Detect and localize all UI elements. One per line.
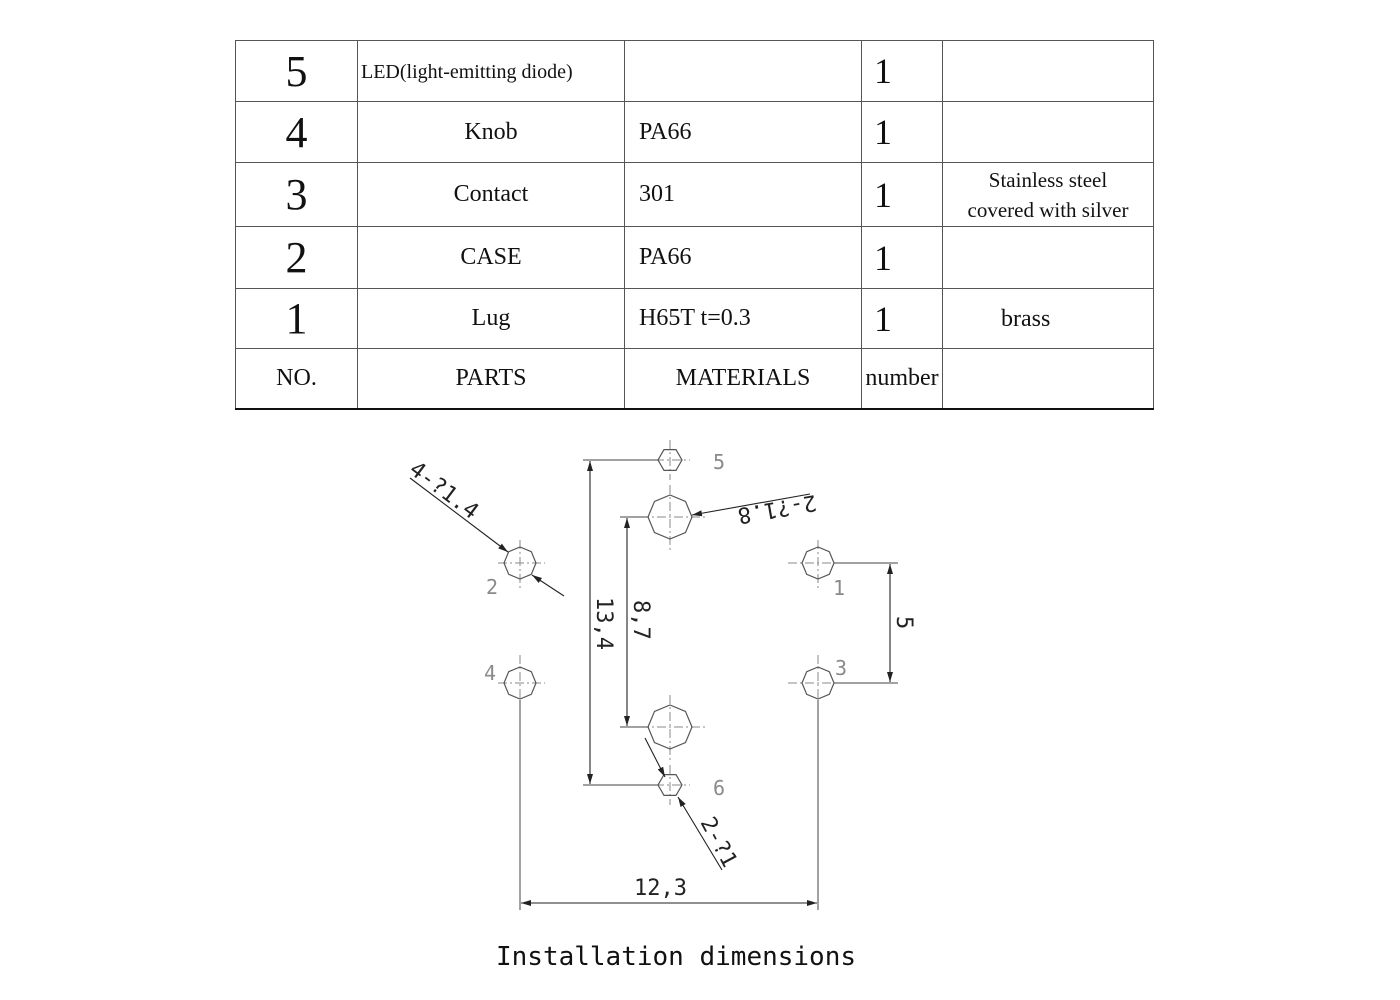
row-note: Stainless steel covered with silver bbox=[942, 162, 1154, 227]
hole-4-outline bbox=[503, 666, 537, 700]
row-number: 1 bbox=[861, 226, 943, 289]
row-note bbox=[942, 226, 1154, 289]
row-note bbox=[942, 101, 1154, 163]
hole-2-outline bbox=[503, 546, 537, 580]
dimension-lines bbox=[409, 461, 893, 906]
hole-label-6: 6 bbox=[713, 776, 725, 800]
leader-line-2x1 bbox=[644, 737, 666, 778]
dimension-label-8-7: 8,7 bbox=[628, 600, 653, 640]
table-row: 3 Contact 301 1 Stainless steel covered … bbox=[235, 162, 1154, 227]
header-note bbox=[942, 348, 1154, 410]
row-number: 1 bbox=[861, 40, 943, 102]
leader-line-2x1-8 bbox=[691, 493, 811, 517]
row-number: 1 bbox=[861, 101, 943, 163]
dimension-label-4x1-4: 4-?1.4 bbox=[404, 457, 483, 525]
hole-label-1: 1 bbox=[833, 576, 845, 600]
row-part: CASE bbox=[357, 226, 625, 289]
leader-line-2x1-tail bbox=[677, 796, 723, 871]
hole-labels: 5 1 2 4 3 6 bbox=[484, 450, 847, 800]
row-no: 4 bbox=[235, 101, 358, 163]
row-material: H65T t=0.3 bbox=[624, 288, 862, 349]
dimension-label-13-4: 13,4 bbox=[591, 597, 616, 650]
row-part: Contact bbox=[357, 162, 625, 227]
hole-label-2: 2 bbox=[486, 575, 498, 599]
extension-lines bbox=[519, 459, 898, 910]
table-row: 5 LED(light-emitting diode) 1 bbox=[235, 40, 1154, 102]
row-no: 3 bbox=[235, 162, 358, 227]
hole-label-4: 4 bbox=[484, 661, 496, 685]
dimension-label-5: 5 bbox=[891, 616, 916, 629]
table-row: 1 Lug H65T t=0.3 1 brass bbox=[235, 288, 1154, 349]
row-note bbox=[942, 40, 1154, 102]
row-number: 1 bbox=[861, 162, 943, 227]
note-line: Stainless steel bbox=[988, 167, 1108, 192]
header-number: number bbox=[861, 348, 943, 410]
dimension-label-2x1: 2-?1 bbox=[695, 813, 742, 872]
note-line: covered with silver bbox=[967, 197, 1129, 222]
header-parts: PARTS bbox=[357, 348, 625, 410]
row-no: 5 bbox=[235, 40, 358, 102]
row-part-label: LED(light-emitting diode) bbox=[361, 60, 573, 83]
drawing-caption: Installation dimensions bbox=[495, 942, 857, 972]
hole-label-3: 3 bbox=[835, 656, 847, 680]
table-row: 4 Knob PA66 1 bbox=[235, 101, 1154, 163]
row-material: 301 bbox=[624, 162, 862, 227]
hole-3-outline bbox=[801, 666, 835, 700]
row-part: LED(light-emitting diode) bbox=[357, 40, 625, 102]
parts-table: 5 LED(light-emitting diode) 1 4 Knob PA6… bbox=[235, 40, 1154, 410]
hole-1-outline bbox=[801, 546, 835, 580]
leader-line-4x1-4-tail bbox=[531, 574, 565, 597]
header-no: NO. bbox=[235, 348, 358, 410]
header-materials: MATERIALS bbox=[624, 348, 862, 410]
hole-label-5: 5 bbox=[713, 450, 725, 474]
row-no: 1 bbox=[235, 288, 358, 349]
leader-line-4x1-4 bbox=[409, 477, 509, 553]
table-row: 2 CASE PA66 1 bbox=[235, 226, 1154, 289]
dimension-label-12-3: 12,3 bbox=[634, 876, 687, 901]
dimension-label-2x1-8: 2-?1.8 bbox=[736, 489, 819, 527]
table-header-row: NO. PARTS MATERIALS number bbox=[235, 348, 1154, 410]
row-no: 2 bbox=[235, 226, 358, 289]
